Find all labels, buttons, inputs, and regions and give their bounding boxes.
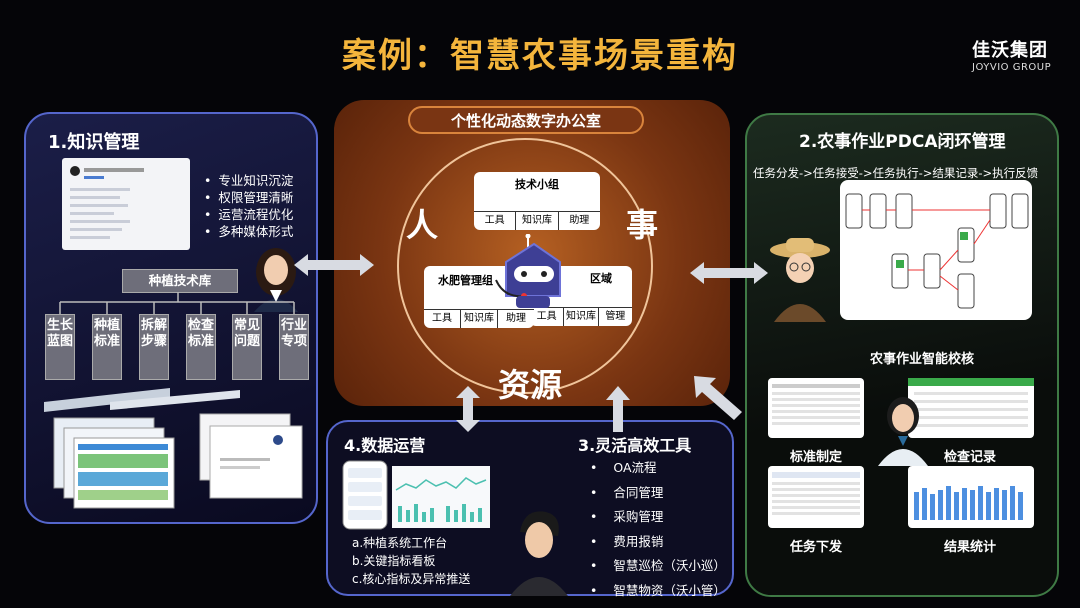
label-resources: 资源 — [498, 366, 563, 404]
robot-assistant-icon — [495, 234, 561, 308]
tool-label: 助理 — [569, 215, 590, 226]
tool-label: 助理 — [506, 313, 526, 324]
arrow-center-pdca — [690, 262, 768, 284]
document-screenshots — [44, 388, 303, 509]
tool-item: 费用报销 — [590, 530, 726, 555]
card-label-standard: 标准制定 — [789, 450, 842, 465]
pdca-flow-diagram — [840, 180, 1032, 320]
phone-dashboard-screenshot — [342, 460, 388, 530]
label-affairs: 事 — [626, 206, 659, 244]
category-faq: 常见问题 — [232, 314, 262, 380]
kpi-dashboard-screenshot — [392, 466, 490, 528]
arrow-tools-center — [606, 386, 630, 432]
avatar-man — [510, 511, 568, 596]
tool-item: 采购管理 — [590, 505, 726, 530]
company-logo: 佳沃集团 JOYVIO GROUP — [972, 36, 1068, 73]
tool-item: OA流程 — [590, 456, 726, 481]
avatar-woman — [254, 248, 298, 312]
category-breakdown-steps: 拆解步骤 — [139, 314, 169, 380]
bullet-item: 权限管理清晰 — [204, 189, 293, 206]
digital-office-title: 个性化动态数字办公室 — [408, 106, 644, 134]
planting-tech-library: 种植技术库 — [122, 269, 238, 293]
bullet-item: 多种媒体形式 — [204, 223, 293, 240]
arrow-pdca-center — [694, 376, 742, 420]
data-ops-heading: 4.数据运营 — [344, 436, 426, 455]
card-label-task: 任务下发 — [789, 540, 842, 555]
group-name: 水肥管理组 — [438, 274, 493, 287]
group-name: 区域 — [590, 272, 612, 285]
data-ops-item: b.关键指标看板 — [352, 554, 436, 568]
smart-check-title: 农事作业智能校核 — [869, 352, 974, 367]
category-industry-special: 行业专项 — [279, 314, 309, 380]
tools-list: OA流程 合同管理 采购管理 费用报销 智慧巡检（沃小巡） 智慧物资（沃小管） — [590, 456, 726, 603]
tool-label: 工具 — [530, 308, 565, 326]
tool-label: 工具 — [474, 212, 517, 230]
knowledge-doc-screenshot — [62, 158, 190, 250]
card-label-stats: 结果统计 — [943, 540, 996, 555]
card-task-screenshot — [768, 466, 864, 528]
avatar-farmer — [770, 238, 830, 322]
arrow-center-dataops — [456, 386, 480, 432]
category-planting-standard: 种植标准 — [92, 314, 122, 380]
logo-en: JOYVIO GROUP — [972, 62, 1052, 73]
tree-connector — [59, 292, 295, 314]
tool-label: 知识库 — [516, 212, 559, 230]
tool-label: 知识库 — [564, 308, 599, 326]
data-ops-item: a.种植系统工作台 — [352, 536, 448, 550]
card-standard-screenshot — [768, 378, 864, 438]
card-stats-screenshot — [908, 466, 1034, 528]
tool-item: 智慧物资（沃小管） — [590, 579, 726, 604]
tools-heading: 3.灵活高效工具 — [578, 436, 692, 455]
label-people: 人 — [406, 206, 439, 244]
pdca-flow-text: 任务分发->任务接受->任务执行->结果记录->执行反馈 — [753, 166, 1039, 180]
knowledge-panel: 1.知识管理 专业知识沉淀 权限管理清晰 运营流程优化 多种媒体形式 种植技术库… — [24, 112, 318, 524]
bullet-item: 专业知识沉淀 — [204, 172, 293, 189]
arrow-knowledge-center — [294, 254, 374, 276]
data-ops-list: a.种植系统工作台 b.关键指标看板 c.核心指标及异常推送 — [352, 534, 470, 588]
center-ring — [397, 138, 653, 394]
category-check-standard: 检查标准 — [186, 314, 216, 380]
knowledge-bullets: 专业知识沉淀 权限管理清晰 运营流程优化 多种媒体形式 — [204, 172, 293, 240]
page-title: 案例：智慧农事场景重构 — [342, 36, 738, 76]
tool-label: 管理 — [605, 311, 626, 322]
group-name: 技术小组 — [515, 178, 559, 191]
category-growth-blueprint: 生长蓝图 — [45, 314, 75, 380]
bullet-item: 运营流程优化 — [204, 206, 293, 223]
tool-item: 智慧巡检（沃小巡） — [590, 554, 726, 579]
card-records-screenshot — [908, 378, 1034, 438]
avatar-inspector — [878, 397, 928, 466]
group-tech-team: 技术小组 工具 知识库 助理 — [474, 172, 600, 230]
tool-label: 工具 — [424, 310, 461, 328]
pdca-heading: 2.农事作业PDCA闭环管理 — [799, 132, 1006, 152]
knowledge-heading: 1.知识管理 — [48, 132, 140, 153]
tool-item: 合同管理 — [590, 481, 726, 506]
tool-label: 知识库 — [461, 310, 498, 328]
logo-cn: 佳沃集团 — [972, 40, 1048, 61]
data-ops-item: c.核心指标及异常推送 — [352, 572, 471, 586]
card-label-records: 检查记录 — [943, 450, 996, 465]
